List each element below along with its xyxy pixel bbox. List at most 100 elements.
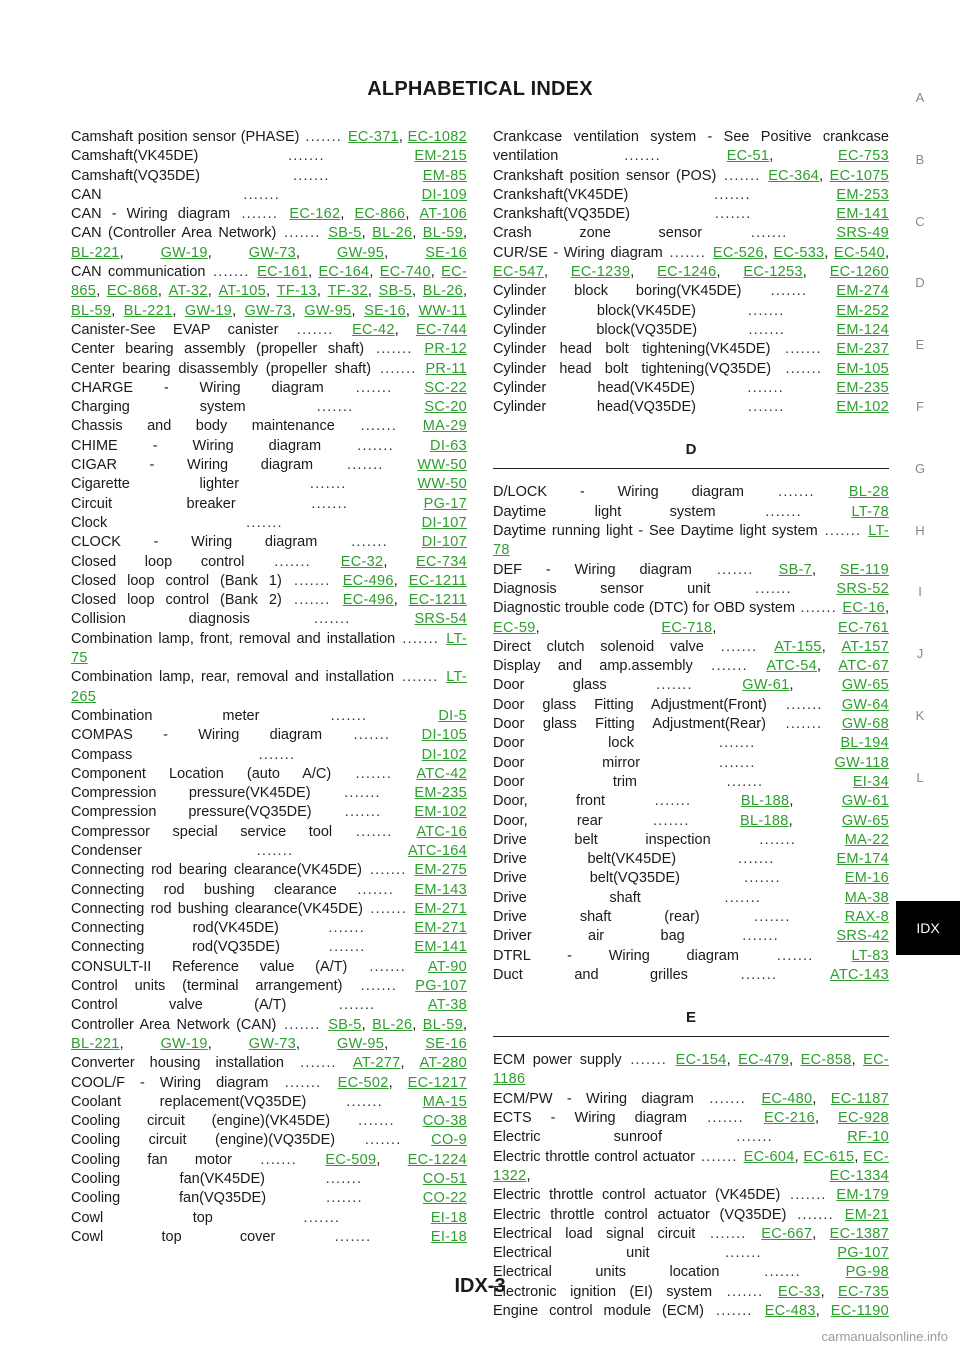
page-link[interactable]: GW-68 <box>841 716 890 733</box>
page-link[interactable]: EC-509 <box>325 1151 377 1168</box>
page-link[interactable]: GW-73 <box>248 244 296 261</box>
page-link[interactable]: TF-13 <box>276 283 317 300</box>
page-link[interactable]: EM-85 <box>422 167 467 184</box>
section-letter-j[interactable]: J <box>916 646 924 662</box>
page-link[interactable]: EC-496 <box>342 572 394 589</box>
page-link[interactable]: EM-105 <box>836 360 890 377</box>
page-link[interactable]: BL-28 <box>848 484 890 501</box>
page-link[interactable]: EM-275 <box>414 862 467 879</box>
page-link[interactable]: EC-161 <box>257 264 309 281</box>
page-link[interactable]: EC-1239 <box>570 264 631 281</box>
section-letter-l[interactable]: L <box>916 769 924 785</box>
page-link[interactable]: BL-194 <box>840 735 889 752</box>
page-link[interactable]: EM-271 <box>414 920 467 937</box>
page-link[interactable]: SB-7 <box>778 561 813 578</box>
page-link[interactable]: EC-1082 <box>407 129 468 145</box>
page-link[interactable]: EC-371 <box>347 129 399 145</box>
page-link[interactable]: EC-33 <box>777 1283 821 1300</box>
page-link[interactable]: MA-38 <box>844 889 889 906</box>
page-link[interactable]: EI-34 <box>852 773 889 790</box>
page-link[interactable]: EC-1224 <box>407 1151 468 1168</box>
page-link[interactable]: BL-221 <box>123 302 173 319</box>
page-link[interactable]: GW-19 <box>160 244 208 261</box>
page-link[interactable]: EC-865 <box>71 264 467 300</box>
page-link[interactable]: GW-19 <box>160 1035 208 1052</box>
page-link[interactable]: BL-26 <box>422 283 463 300</box>
idx-tab[interactable]: IDX <box>896 901 960 955</box>
page-link[interactable]: EC-51 <box>726 148 770 165</box>
page-link[interactable]: EM-235 <box>836 379 889 396</box>
page-link[interactable]: EC-1075 <box>829 167 890 184</box>
page-link[interactable]: PG-107 <box>415 978 467 995</box>
page-link[interactable]: TF-32 <box>327 283 368 300</box>
page-link[interactable]: BL-26 <box>372 225 413 242</box>
page-link[interactable]: EC-162 <box>289 206 341 223</box>
page-link[interactable]: SE-16 <box>425 1035 468 1052</box>
page-link[interactable]: BL-188 <box>740 793 790 810</box>
page-link[interactable]: LT-78 <box>493 523 889 559</box>
page-link[interactable]: EC-533 <box>773 244 825 261</box>
page-link[interactable]: MA-15 <box>422 1093 467 1110</box>
page-link[interactable]: SB-5 <box>378 283 413 300</box>
page-link[interactable]: EC-364 <box>768 167 820 184</box>
page-link[interactable]: MA-29 <box>422 418 467 435</box>
page-link[interactable]: EC-615 <box>803 1148 855 1165</box>
page-link[interactable]: SE-16 <box>364 302 406 319</box>
page-link[interactable]: SC-22 <box>424 379 467 396</box>
page-link[interactable]: GW-73 <box>248 1035 296 1052</box>
page-link[interactable]: EC-164 <box>318 264 370 281</box>
page-link[interactable]: EM-143 <box>414 881 467 898</box>
page-link[interactable]: EC-216 <box>764 1110 815 1127</box>
page-link[interactable]: AT-157 <box>841 638 889 655</box>
page-link[interactable]: EC-1322 <box>493 1148 889 1184</box>
page-link[interactable]: PR-11 <box>425 360 467 377</box>
page-link[interactable]: SRS-49 <box>836 225 889 242</box>
page-link[interactable]: EC-744 <box>416 321 468 338</box>
page-link[interactable]: EC-718 <box>661 619 713 636</box>
page-link[interactable]: GW-61 <box>841 793 889 810</box>
page-link[interactable]: EC-1211 <box>408 572 467 589</box>
page-link[interactable]: AT-105 <box>218 283 266 300</box>
page-link[interactable]: EC-1246 <box>657 264 717 281</box>
page-link[interactable]: EM-174 <box>836 851 890 868</box>
page-link[interactable]: EC-1387 <box>829 1225 890 1242</box>
page-link[interactable]: DI-107 <box>421 534 468 551</box>
page-link[interactable]: ATC-164 <box>407 842 467 859</box>
page-link[interactable]: EC-154 <box>675 1052 727 1069</box>
page-link[interactable]: EI-18 <box>430 1228 468 1245</box>
page-link[interactable]: AT-38 <box>427 997 467 1014</box>
page-link[interactable]: GW-73 <box>244 302 292 319</box>
page-link[interactable]: EM-141 <box>414 939 467 956</box>
page-link[interactable]: SC-20 <box>424 399 467 416</box>
page-link[interactable]: EC-1217 <box>407 1074 467 1091</box>
page-link[interactable]: GW-95 <box>304 302 352 319</box>
page-link[interactable]: EC-547 <box>493 264 544 281</box>
page-link[interactable]: DI-107 <box>421 514 467 531</box>
page-link[interactable]: EC-479 <box>738 1052 790 1069</box>
page-link[interactable]: EC-502 <box>337 1074 389 1091</box>
page-link[interactable]: EC-16 <box>842 600 885 617</box>
page-link[interactable]: EM-235 <box>414 785 467 802</box>
page-link[interactable]: DI-63 <box>430 437 468 454</box>
page-link[interactable]: DI-109 <box>421 186 467 203</box>
page-link[interactable]: LT-75 <box>71 630 468 667</box>
page-link[interactable]: EC-928 <box>838 1110 889 1127</box>
page-link[interactable]: EI-18 <box>430 1209 467 1226</box>
page-link[interactable]: AT-280 <box>419 1055 468 1072</box>
page-link[interactable]: BL-221 <box>71 244 120 261</box>
page-link[interactable]: EC-540 <box>834 244 885 261</box>
page-link[interactable]: EC-604 <box>743 1148 795 1165</box>
page-link[interactable]: EM-16 <box>844 870 890 887</box>
page-link[interactable]: WW-50 <box>417 476 467 493</box>
page-link[interactable]: GW-61 <box>742 677 790 694</box>
page-link[interactable]: LT-78 <box>851 503 889 520</box>
page-link[interactable]: EC-734 <box>416 553 467 570</box>
page-link[interactable]: EC-483 <box>764 1303 816 1320</box>
page-link[interactable]: EM-237 <box>836 341 889 358</box>
page-link[interactable]: EC-496 <box>342 592 394 609</box>
page-link[interactable]: PG-17 <box>423 495 468 512</box>
page-link[interactable]: EC-526 <box>712 244 764 261</box>
page-link[interactable]: PR-12 <box>424 341 467 358</box>
page-link[interactable]: EM-253 <box>836 186 889 203</box>
page-link[interactable]: ATC-54 <box>766 658 817 675</box>
